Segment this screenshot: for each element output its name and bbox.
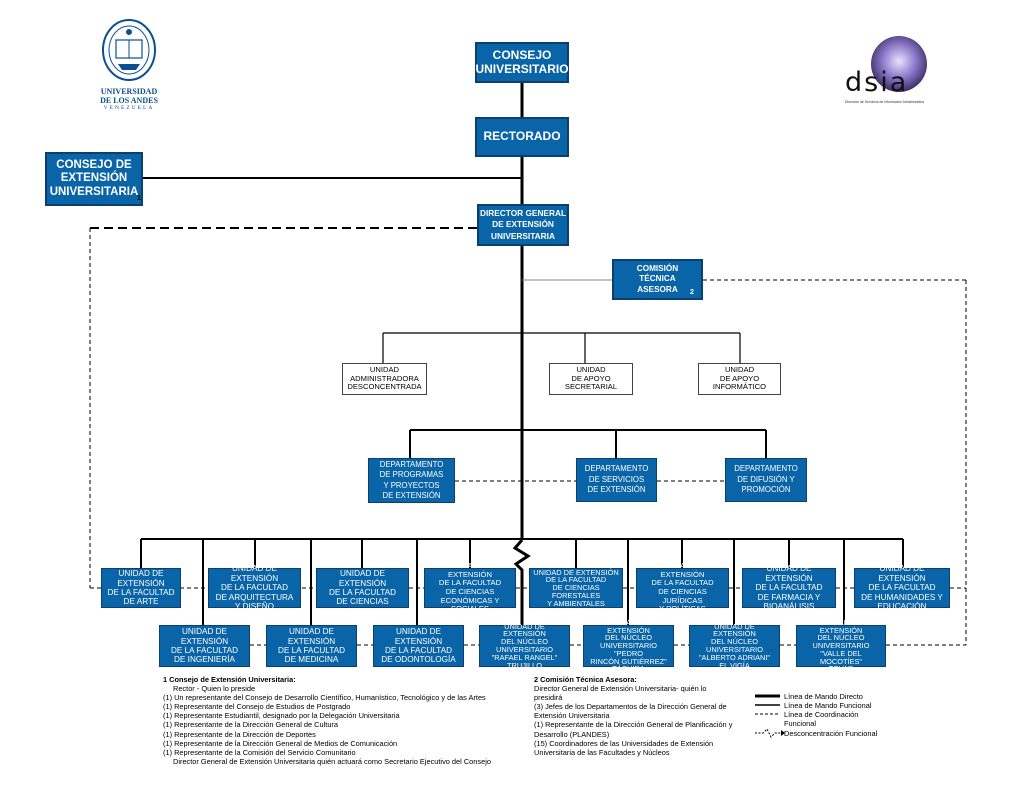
unidad-nucleo-tovar-box: UNIDAD DE EXTENSIÓN DEL NÚCLEO UNIVERSIT… bbox=[796, 618, 886, 673]
unidad-nucleo-vigia-box: UNIDAD DE EXTENSIÓN DEL NÚCLEO UNIVERSIT… bbox=[689, 622, 780, 669]
consejo-universitario-box: CONSEJO UNIVERSITARIO bbox=[475, 42, 569, 83]
legend-mando-funcional: Línea de Mando Funcional bbox=[784, 701, 872, 710]
consejo-extension-ref: 1 bbox=[137, 195, 141, 202]
notes1-line: (1) Representante del Consejo de Estudio… bbox=[163, 702, 351, 712]
notes1-line: (1) Un representante del Consejo de Desa… bbox=[163, 693, 486, 703]
unidad-juridicas-box: UNIDAD DE EXTENSIÓN DE LA FACULTAD DE CI… bbox=[636, 561, 729, 613]
unidad-apoyo-informatico-box: UNIDAD DE APOYO INFORMÁTICO bbox=[698, 363, 781, 395]
legend-coordinacion-funcional: Línea de Coordinación Funcional bbox=[784, 710, 859, 728]
legend-desconcentracion: Desconcentración Funcional bbox=[784, 729, 878, 738]
ula-name-line2: DE LOS ANDES bbox=[100, 96, 158, 105]
notes2-line: Universitaria de las Facultades y Núcleo… bbox=[534, 747, 670, 757]
notes2-line: (15) Coordinadores de las Universidades … bbox=[534, 738, 714, 748]
notes2-line: Director General de Extensión Universita… bbox=[534, 684, 707, 694]
unidad-administradora-box: UNIDAD ADMINISTRADORA DESCONCENTRADA bbox=[342, 363, 427, 395]
notes1-line: (1) Representante de la Dirección de Dep… bbox=[163, 729, 316, 739]
notes1-title: 1 Consejo de Extensión Universitaria: bbox=[163, 675, 296, 684]
unidad-arte-box: UNIDAD DE EXTENSIÓN DE LA FACULTAD DE AR… bbox=[101, 568, 181, 608]
dsia-logo: dsia Dirección de Servicios de Informaci… bbox=[843, 34, 943, 110]
unidad-ciencias-box: UNIDAD DE EXTENSIÓN DE LA FACULTAD DE CI… bbox=[316, 568, 409, 608]
notes1-line: Director General de Extensión Universita… bbox=[173, 756, 491, 766]
notes2-title: 2 Comisión Técnica Asesora: bbox=[534, 675, 637, 684]
notes2-line: presidirá bbox=[534, 693, 563, 703]
unidad-farmacia-box: UNIDAD DE EXTENSIÓN DE LA FACULTAD DE FA… bbox=[742, 564, 836, 611]
notes2-line: (1) Representante de la Dirección Genera… bbox=[534, 720, 733, 730]
comision-tecnica-box: COMISIÓN TÉCNICA ASESORA bbox=[612, 259, 703, 300]
ula-name-line3: VENEZUELA bbox=[103, 105, 155, 111]
ula-name-line1: UNIVERSIDAD bbox=[100, 87, 158, 96]
unidad-ingenieria-box: UNIDAD DE EXTENSIÓN DE LA FACULTAD DE IN… bbox=[159, 625, 250, 667]
dsia-subtitle: Dirección de Servicios de Información Ad… bbox=[845, 100, 924, 104]
unidad-arquitectura-box: UNIDAD DE EXTENSIÓN DE LA FACULTAD DE AR… bbox=[208, 564, 301, 611]
unidad-humanidades-box: UNIDAD DE EXTENSIÓN DE LA FACULTAD DE HU… bbox=[854, 564, 950, 611]
departamento-difusion-box: DEPARTAMENTO DE DIFUSIÓN Y PROMOCIÓN bbox=[725, 458, 807, 502]
unidad-forestales-box: UNIDAD DE EXTENSIÓN DE LA FACULTAD DE CI… bbox=[529, 568, 623, 608]
notes2-line: Desarrollo (PLANDES) bbox=[534, 729, 610, 739]
notes1-line: (1) Representante de la Comisión del Ser… bbox=[163, 747, 356, 757]
ula-logo: UNIVERSIDAD DE LOS ANDES VENEZUELA bbox=[96, 18, 162, 111]
dsia-graphic-icon bbox=[871, 36, 927, 92]
notes1-line: (1) Representante Estudiantil, designado… bbox=[163, 711, 400, 721]
director-general-box: DIRECTOR GENERAL DE EXTENSIÓN UNIVERSITA… bbox=[477, 204, 569, 246]
notes1-line: Rector - Quien lo preside bbox=[173, 684, 256, 694]
notes2-line: (3) Jefes de los Departamentos de la Dir… bbox=[534, 702, 727, 712]
ula-seal-icon bbox=[102, 19, 156, 81]
rectorado-box: RECTORADO bbox=[475, 117, 569, 157]
notes-comision-tecnica: 2 Comisión Técnica Asesora: Director Gen… bbox=[534, 675, 732, 757]
notes-consejo-extension: 1 Consejo de Extensión Universitaria: Re… bbox=[163, 675, 491, 766]
unidad-apoyo-secretarial-box: UNIDAD DE APOYO SECRETARIAL bbox=[549, 363, 633, 395]
notes1-line: (1) Representante de la Dirección Genera… bbox=[163, 738, 398, 748]
notes1-line: (1) Representante de la Dirección Genera… bbox=[163, 720, 339, 730]
consejo-extension-box: CONSEJO DE EXTENSIÓN UNIVERSITARIA bbox=[45, 152, 143, 206]
unidad-odontologia-box: UNIDAD DE EXTENSIÓN DE LA FACULTAD DE OD… bbox=[373, 625, 464, 667]
departamento-programas-box: DEPARTAMENTO DE PROGRAMAS Y PROYECTOS DE… bbox=[368, 458, 455, 503]
unidad-medicina-box: UNIDAD DE EXTENSIÓN DE LA FACULTAD DE ME… bbox=[266, 625, 357, 667]
departamento-servicios-box: DEPARTAMENTO DE SERVICIOS DE EXTENSIÓN bbox=[576, 458, 657, 502]
unidad-nucleo-trujillo-box: UNIDAD DE EXTENSIÓN DEL NÚCLEO UNIVERSIT… bbox=[479, 622, 570, 669]
unidad-nucleo-tachira-box: UNIDAD DE EXTENSIÓN DEL NÚCLEO UNIVERSIT… bbox=[583, 618, 674, 673]
notes2-line: Extensión Universitaria bbox=[534, 711, 610, 721]
comision-ref: 2 bbox=[690, 289, 694, 296]
dsia-wordmark: dsia bbox=[845, 67, 909, 98]
unidad-economicas-box: UNIDAD DE EXTENSIÓN DE LA FACULTAD DE CI… bbox=[424, 561, 516, 613]
legend-mando-directo: Línea de Mando Directo bbox=[784, 692, 863, 701]
